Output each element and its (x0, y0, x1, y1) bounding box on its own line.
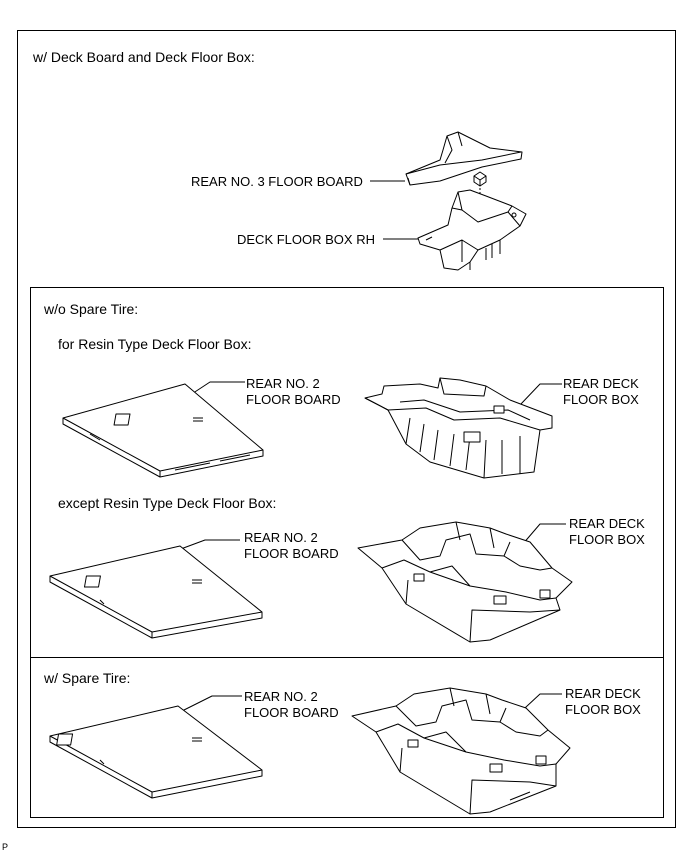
resin-subtitle: for Resin Type Deck Floor Box: (58, 336, 252, 352)
rear-no3-floor-board-drawing (405, 131, 523, 186)
outer-frame (17, 30, 676, 828)
section-spare-title: w/ Spare Tire: (44, 670, 131, 686)
except-subtitle: except Resin Type Deck Floor Box: (58, 495, 277, 511)
section-no-spare-title: w/o Spare Tire: (44, 301, 139, 317)
except-rear-deck-floor-box-drawing (357, 521, 573, 643)
section-deck-title: w/ Deck Board and Deck Floor Box: (33, 49, 255, 65)
resin-rear-deck-floor-box-drawing (364, 377, 553, 479)
spare-floor-board-drawing (49, 705, 263, 799)
inner-frame (30, 287, 664, 818)
leader-line-spare-board (179, 695, 242, 713)
resin-floor-board-drawing (62, 383, 264, 478)
clip-drawing (473, 171, 487, 198)
leader-line-resin-box (519, 383, 562, 406)
except-floor-board-drawing (49, 545, 263, 639)
rear-no3-floor-board-label: REAR NO. 3 FLOOR BOARD (191, 174, 363, 189)
section-divider (30, 657, 664, 658)
footer-code: P (2, 842, 9, 852)
spare-rear-deck-floor-box-drawing (351, 687, 571, 815)
deck-floor-box-rh-label: DECK FLOOR BOX RH (237, 232, 375, 247)
deck-floor-box-rh-drawing (417, 189, 527, 271)
